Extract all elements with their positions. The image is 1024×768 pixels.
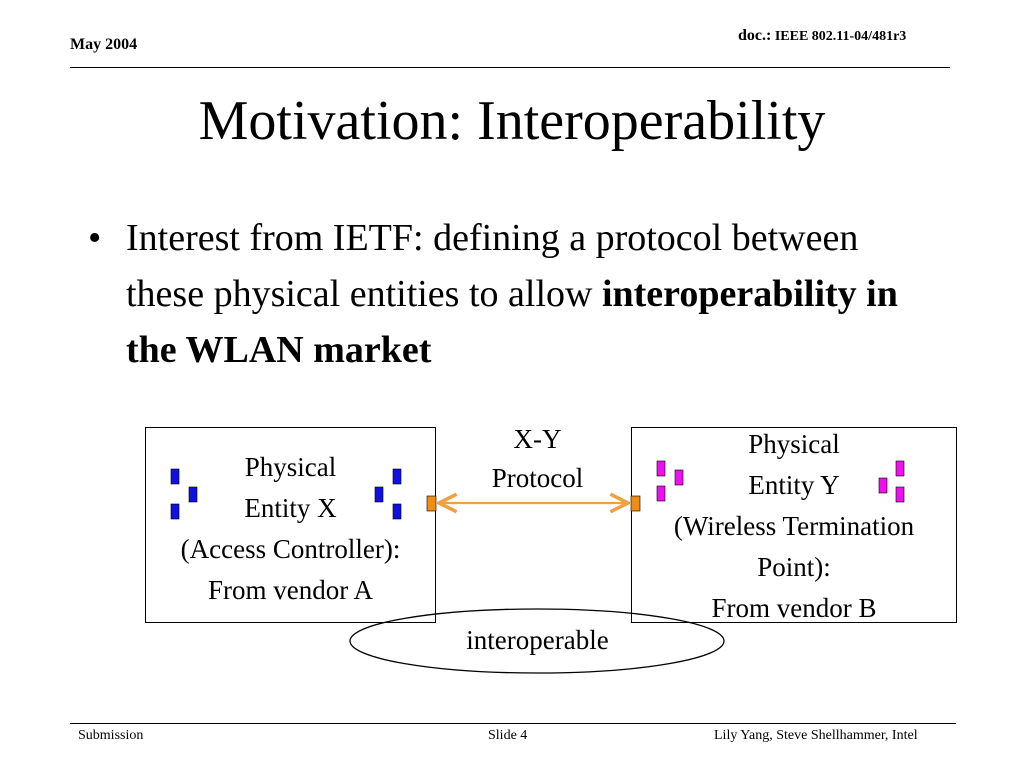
entity-x-block bbox=[188, 486, 198, 503]
header-doc-id: doc.: IEEE 802.11-04/481r3 bbox=[738, 27, 906, 45]
footer-submission: Submission bbox=[78, 728, 144, 743]
entity-x-line4: From vendor A bbox=[208, 575, 373, 605]
entity-y-line1: Physical bbox=[748, 429, 840, 459]
footer-rule bbox=[70, 723, 956, 724]
entity-x-block bbox=[374, 486, 384, 503]
entity-y-block bbox=[895, 486, 905, 503]
entity-x-port bbox=[426, 495, 437, 512]
protocol-line2: Protocol bbox=[491, 463, 584, 493]
entity-x-block bbox=[392, 468, 402, 485]
protocol-label: X-Y Protocol bbox=[440, 420, 635, 498]
entity-y-box bbox=[631, 427, 957, 623]
entity-y-block bbox=[656, 485, 666, 502]
entity-y-blocks bbox=[656, 460, 905, 503]
entity-y-line5: From vendor B bbox=[711, 593, 877, 623]
bullet-text-regular: Interest from IETF: defining a protocol … bbox=[126, 217, 859, 315]
doc-number: IEEE 802.11-04/481r3 bbox=[771, 29, 907, 44]
interop-label: interoperable bbox=[466, 625, 609, 655]
entity-y-port bbox=[630, 495, 641, 512]
entity-y-block bbox=[878, 477, 888, 494]
entity-y-block bbox=[895, 460, 905, 477]
entity-y-line3: (Wireless Termination bbox=[673, 511, 915, 541]
entity-y-line2: Entity Y bbox=[748, 470, 840, 500]
entity-x-blocks bbox=[170, 468, 402, 520]
protocol-line1: X-Y bbox=[513, 424, 562, 454]
bullet-marker: • bbox=[88, 217, 102, 259]
entity-x-box bbox=[145, 427, 436, 623]
bullet-text: Interest from IETF: defining a protocol … bbox=[126, 210, 926, 378]
entity-y-block bbox=[656, 460, 666, 477]
entity-y-line4: Point): bbox=[757, 552, 831, 582]
entity-x-block bbox=[170, 503, 180, 520]
header-date: May 2004 bbox=[70, 36, 138, 53]
entity-x-block bbox=[392, 503, 402, 520]
entity-x-line3: (Access Controller): bbox=[180, 534, 401, 564]
entity-x-line1: Physical bbox=[244, 452, 337, 482]
doc-prefix: doc.: bbox=[738, 27, 772, 44]
entity-x-line2: Entity X bbox=[244, 493, 337, 523]
entity-y-label: Physical Entity Y (Wireless Termination … bbox=[631, 424, 957, 629]
footer-slide-number: Slide 4 bbox=[488, 728, 528, 743]
entity-x-label: Physical Entity X (Access Controller): F… bbox=[145, 447, 436, 611]
slide-title: Motivation: Interoperability bbox=[198, 90, 826, 152]
bullet-text-bold: interoperability in the WLAN market bbox=[126, 273, 898, 371]
interop-ellipse bbox=[349, 608, 725, 674]
footer-authors: Lily Yang, Steve Shellhammer, Intel bbox=[714, 728, 918, 743]
entity-x-block bbox=[170, 468, 180, 485]
entity-y-block bbox=[674, 469, 684, 486]
header-rule bbox=[70, 67, 950, 68]
